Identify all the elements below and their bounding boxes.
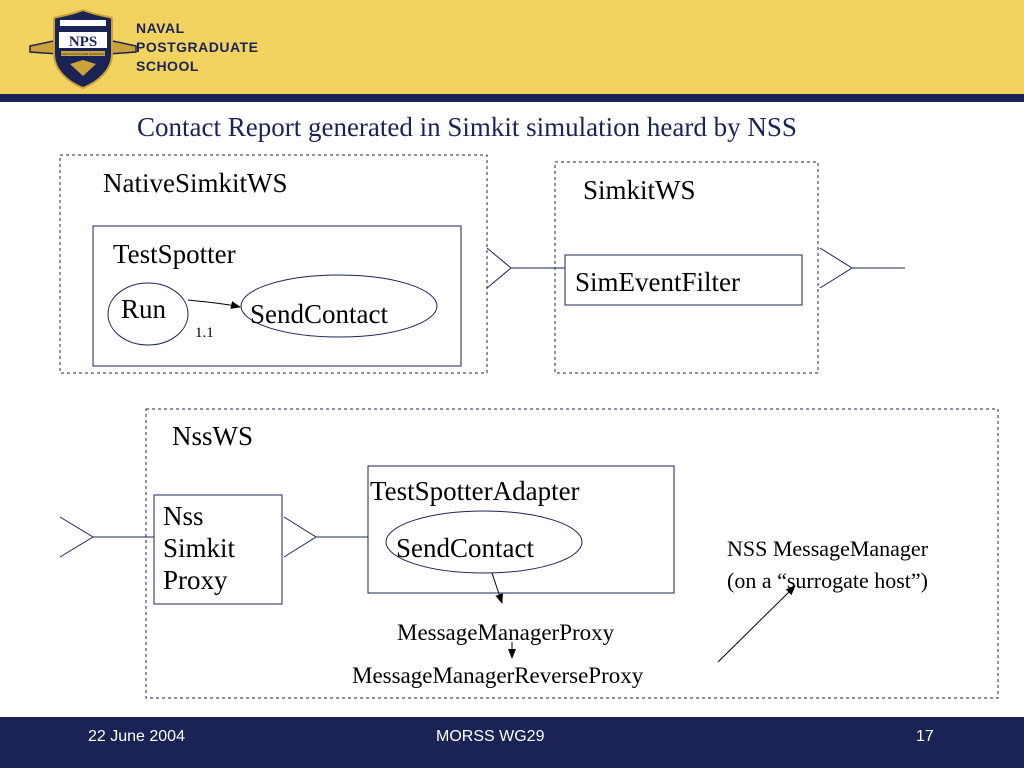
reverse-proxy-to-manager-arrow (717, 585, 796, 663)
nss-message-manager-line-2: (on a “surrogate host”) (727, 568, 928, 593)
native-simkit-ws-label: NativeSimkitWS (103, 168, 288, 198)
run-to-send-contact-arrow (187, 299, 241, 309)
nss-ws-input-port (59, 516, 94, 558)
proxy-line-nss: Nss (163, 501, 204, 531)
header-banner (0, 0, 1024, 94)
test-spotter-adapter-box (367, 465, 675, 594)
send-contact-to-proxy-arrow (491, 572, 503, 604)
proxy-line-simkit: Simkit (163, 533, 236, 563)
slide-title: Contact Report generated in Simkit simul… (137, 112, 797, 142)
test-spotter-box (92, 225, 462, 367)
footer-event: MORSS WG29 (436, 728, 545, 745)
school-line-school: SCHOOL (136, 58, 199, 74)
send-contact-label: SendContact (250, 299, 388, 329)
sim-event-filter-label: SimEventFilter (575, 267, 740, 297)
simkit-ws-label: SimkitWS (583, 175, 696, 205)
run-label: Run (121, 294, 167, 324)
header-divider (0, 94, 1024, 102)
footer-date: 22 June 2004 (88, 728, 185, 745)
logo-text: NPS (69, 34, 97, 50)
run-node (107, 282, 189, 346)
architecture-diagram: NativeSimkitWS TestSpotter Run SendConta… (59, 154, 999, 699)
logo-motto: PRAESTANTIA PER SCIENTIAM (58, 52, 107, 56)
nss-ws-label: NssWS (172, 421, 253, 451)
school-line-postgraduate: POSTGRADUATE (136, 39, 259, 55)
native-simkit-ws-container (59, 154, 488, 374)
proxy-output-port (283, 516, 317, 558)
simkit-ws-output-port (819, 247, 853, 289)
simkit-ws-container (554, 161, 819, 374)
send-contact-node (240, 274, 438, 338)
footer-page-number: 17 (916, 728, 934, 745)
message-manager-proxy-label: MessageManagerProxy (397, 620, 615, 645)
adapter-send-contact-node (385, 510, 583, 574)
school-line-naval: NAVAL (136, 20, 185, 36)
school-name: NAVAL POSTGRADUATE SCHOOL (136, 19, 258, 76)
footer-bar: 22 June 2004 MORSS WG29 17 (0, 717, 1024, 768)
nss-ws-container (145, 408, 999, 699)
edge-label-1-1: 1.1 (195, 325, 214, 341)
nps-shield-logo-icon: NPS PRAESTANTIA PER SCIENTIAM (29, 8, 137, 90)
nss-simkit-proxy-box (153, 494, 283, 605)
sim-event-filter-box (564, 254, 803, 306)
native-ws-output-port (486, 247, 512, 289)
proxy-line-proxy: Proxy (163, 565, 228, 595)
test-spotter-adapter-label: TestSpotterAdapter (370, 476, 580, 506)
message-manager-reverse-proxy-label: MessageManagerReverseProxy (352, 663, 644, 688)
nss-message-manager-line-1: NSS MessageManager (727, 536, 929, 561)
adapter-send-contact-label: SendContact (396, 533, 534, 563)
test-spotter-label: TestSpotter (113, 239, 236, 269)
